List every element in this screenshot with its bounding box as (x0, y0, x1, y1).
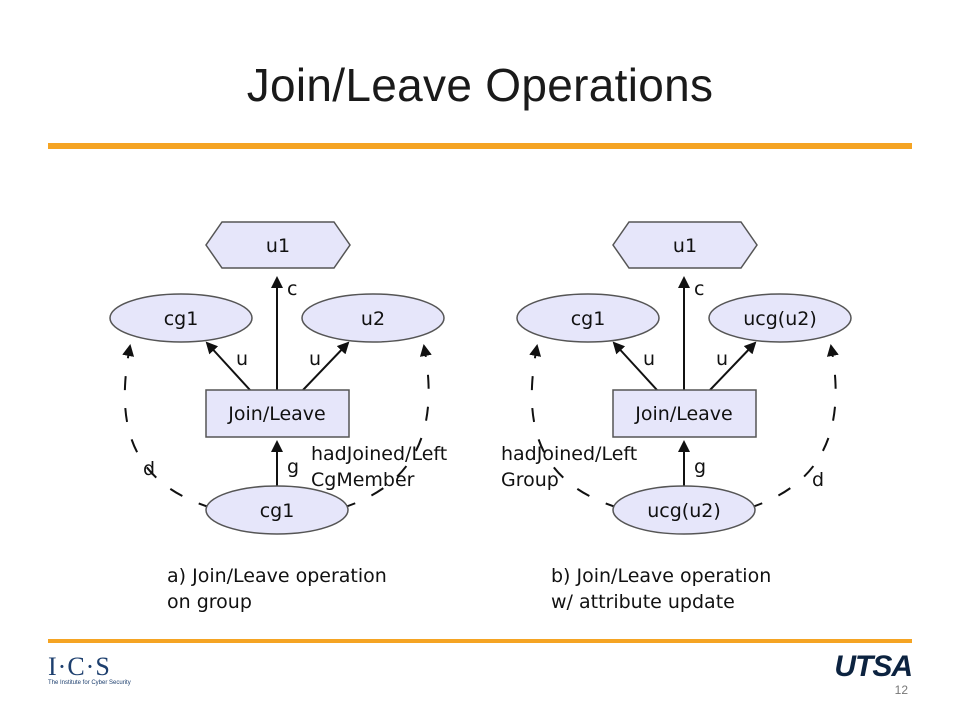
node-b-bottom-ellipse (612, 485, 756, 535)
ics-logo: I·C·S The Institute for Cyber Security (48, 652, 131, 686)
edge-b-had (529, 344, 620, 509)
node-b-left-label: cg1 (571, 308, 606, 330)
title-rule (48, 143, 912, 149)
provenance-diagrams: u1 cg1 u2 Join/Leave cg1 c u u g d hadJo… (109, 221, 852, 535)
edge-b-g-label: g (694, 456, 706, 478)
node-b-right-ellipse (708, 293, 852, 343)
node-a-top-hexagon (205, 221, 351, 269)
node-a-top-label: u1 (266, 235, 290, 257)
node-a-right-ellipse (301, 293, 445, 343)
node-a-bottom-label: cg1 (260, 500, 295, 522)
footer-rule (48, 639, 912, 643)
caption-b-line1: b) Join/Leave operation (551, 565, 772, 587)
edge-a-had (341, 344, 432, 509)
node-b-activity-box (612, 389, 757, 438)
ics-logo-subtitle: The Institute for Cyber Security (48, 680, 131, 686)
caption-a: a) Join/Leave operation on group (167, 563, 387, 615)
edge-b-had-label-2: Group (501, 469, 559, 491)
node-a-bottom-ellipse (205, 485, 349, 535)
edge-a-c-label: c (287, 278, 297, 300)
node-a-left-ellipse (109, 293, 253, 343)
node-a-activity-label: Join/Leave (227, 403, 325, 425)
utsa-logo: UTSA (834, 650, 913, 683)
node-a-right-label: u2 (361, 308, 385, 330)
edge-a-u-left (205, 341, 251, 391)
edge-a-g-label: g (287, 456, 299, 478)
edge-a-d-label: d (143, 458, 155, 480)
node-a-activity-box (205, 389, 350, 438)
edge-b-d (748, 344, 839, 509)
node-b-bottom-label: ucg(u2) (647, 500, 721, 522)
node-b-left-ellipse (516, 293, 660, 343)
edge-b-c-label: c (694, 278, 704, 300)
slide-title: Join/Leave Operations (246, 59, 714, 111)
node-b-activity-label: Join/Leave (634, 403, 732, 425)
edge-a-had-label-2: CgMember (311, 469, 415, 491)
edge-a-u-right-label: u (309, 348, 321, 370)
node-b-top-hexagon (612, 221, 758, 269)
edge-b-u-right (709, 341, 757, 391)
caption-b-line2: w/ attribute update (551, 591, 735, 613)
edge-b-u-left (612, 341, 658, 391)
edge-b-u-right-label: u (716, 348, 728, 370)
diagram-b: u1 cg1 ucg(u2) Join/Leave ucg(u2) c u u … (501, 221, 852, 535)
edge-b-d-label: d (812, 469, 824, 491)
caption-a-line2: on group (167, 591, 252, 613)
node-a-left-label: cg1 (164, 308, 199, 330)
edge-a-d (122, 344, 213, 509)
caption-b: b) Join/Leave operation w/ attribute upd… (551, 563, 771, 615)
edge-a-had-label-1: hadJoined/Left (311, 443, 447, 465)
ics-logo-mark: I·C·S (48, 652, 111, 681)
page-number: 12 (894, 683, 908, 697)
edge-a-u-left-label: u (236, 348, 248, 370)
node-b-top-label: u1 (673, 235, 697, 257)
edge-b-u-left-label: u (643, 348, 655, 370)
caption-a-line1: a) Join/Leave operation (167, 565, 387, 587)
diagram-a: u1 cg1 u2 Join/Leave cg1 c u u g d hadJo… (109, 221, 447, 535)
edge-a-u-right (302, 341, 350, 391)
node-b-right-label: ucg(u2) (743, 308, 817, 330)
edge-b-had-label-1: hadJoined/Left (501, 443, 637, 465)
